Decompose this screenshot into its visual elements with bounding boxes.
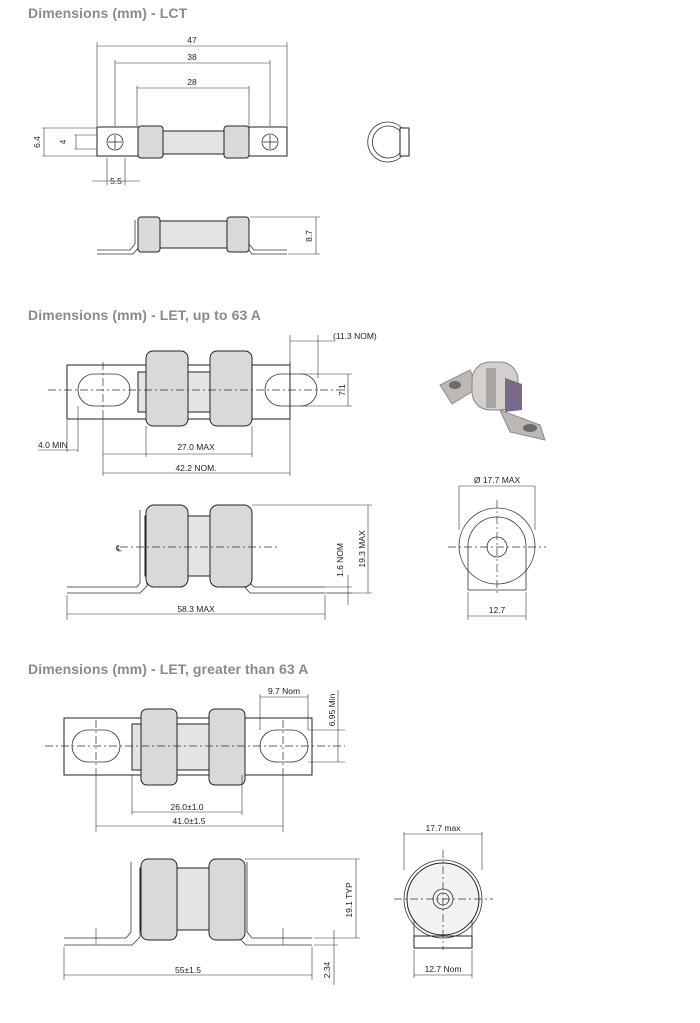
let-small-dim-dia-17-7-max: Ø 17.7 MAX [474, 475, 521, 485]
lct-dim-47: 47 [187, 35, 197, 45]
lct-dim-6-4: 6.4 [32, 136, 42, 148]
let-small-dim-42-2-nom: 42.2 NOM. [175, 463, 216, 473]
let-small-top-view: (11.3 NOM) 7.1 4.0 MIN 27.0 MAX 42.2 NOM… [38, 331, 377, 476]
let-large-dim-55: 55±1.5 [175, 965, 201, 975]
let-large-dim-9-7-nom: 9.7 Nom [268, 686, 300, 696]
title-let-greater-63a: Dimensions (mm) - LET, greater than 63 A [28, 661, 309, 677]
let-large-dim-41: 41.0±1.5 [172, 816, 205, 826]
let-small-end-view: Ø 17.7 MAX 12.7 [448, 475, 546, 620]
let-small-side-view: ℄ 1.6 NOM 19.3 MAX 58.3 MAX [66, 504, 372, 620]
let-small-dim-12-7: 12.7 [489, 605, 506, 615]
let-small-dim-4-min: 4.0 MIN [38, 440, 68, 450]
let-small-dim-11-3-nom: (11.3 NOM) [333, 331, 377, 341]
let-large-dim-6-95-min: 6.95 Min [327, 693, 337, 726]
lct-side-view: 8.7 [97, 216, 320, 255]
let-large-end-view: 17.7 max 12.7 Nom [394, 823, 493, 978]
lct-end-view [367, 121, 410, 163]
let-small-dim-58-3-max: 58.3 MAX [177, 604, 215, 614]
lct-dim-8-7: 8.7 [304, 230, 314, 242]
let-large-dim-17-7-max: 17.7 max [426, 823, 462, 833]
let-small-dim-7-1: 7.1 [337, 384, 347, 396]
let-large-dim-2-34: 2.34 [322, 961, 332, 978]
let-large-dim-19-1-typ: 19.1 TYP [344, 882, 354, 918]
title-let-up-to-63a: Dimensions (mm) - LET, up to 63 A [28, 307, 262, 323]
lct-top-view: 47 38 28 6.4 4 5.5 [32, 35, 288, 186]
let-large-top-view: 9.7 Nom 6.95 Min 26.0±1.0 41.0±1.5 [45, 686, 345, 832]
let-small-dim-27-max: 27.0 MAX [177, 442, 215, 452]
let-small-dim-1-6-nom: 1.6 NOM [335, 543, 345, 577]
lct-dim-4: 4 [58, 139, 68, 144]
let-large-side-view: 19.1 TYP 2.34 55±1.5 [63, 858, 360, 985]
lct-dim-38: 38 [187, 52, 197, 62]
lct-dim-5-5: 5.5 [110, 176, 122, 186]
let-small-product-photo [439, 361, 546, 441]
let-small-centerline: ℄ [115, 543, 122, 553]
title-lct: Dimensions (mm) - LCT [28, 5, 188, 21]
let-large-dim-12-7-nom: 12.7 Nom [425, 964, 462, 974]
let-large-dim-26: 26.0±1.0 [170, 802, 203, 812]
lct-dim-28: 28 [187, 77, 197, 87]
let-small-dim-19-3-max: 19.3 MAX [357, 530, 367, 568]
